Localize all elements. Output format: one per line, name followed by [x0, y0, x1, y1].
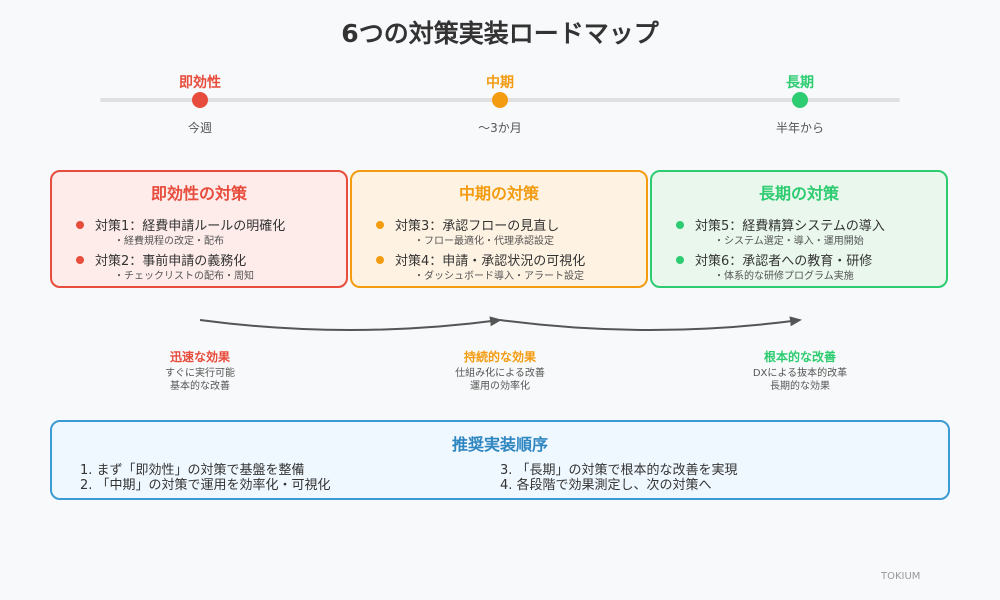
recommendation-title: 推奨実装順序	[451, 435, 548, 454]
measure-detail: ・体系的な研修プログラム実施	[714, 271, 854, 282]
measure-detail: ・チェックリストの配布・周知	[114, 271, 254, 282]
effect-line: 長期的な効果	[770, 381, 830, 392]
box-title: 中期の対策	[458, 184, 539, 203]
measure-detail: ・フロー最適化・代理承認設定	[414, 236, 554, 247]
bullet-icon	[676, 221, 684, 229]
effect-title: 根本的な改善	[763, 350, 836, 364]
measure-item: 対策2：事前申請の義務化	[76, 250, 246, 269]
arrow-mid-to-long	[499, 316, 802, 331]
recommendation-step: 3. 「長期」の対策で根本的な改善を実現	[500, 463, 738, 478]
arrow-short-to-mid	[199, 316, 502, 331]
page-title: 6つの対策実装ロードマップ	[341, 19, 659, 48]
effect-line: 基本的な改善	[170, 381, 230, 392]
effect-title: 迅速な効果	[169, 350, 230, 364]
timeline-dot-mid	[492, 92, 508, 108]
box-short-term: 即効性の対策 対策1：経費申請ルールの明確化 ・経費規程の改定・配布 対策2：事…	[50, 170, 348, 288]
measure-detail: ・経費規程の改定・配布	[114, 236, 224, 247]
timeline-sub-mid: ～3か月	[478, 121, 522, 135]
measure-detail: ・ダッシュボード導入・アラート設定	[414, 271, 584, 282]
bullet-icon	[76, 221, 84, 229]
effect-short: 迅速な効果 すぐに実行可能 基本的な改善	[100, 348, 300, 393]
box-title: 長期の対策	[758, 184, 839, 203]
measure-item: 対策5：経費精算システムの導入	[676, 215, 885, 234]
timeline-label-short: 即効性	[179, 75, 221, 91]
recommendation-box: 推奨実装順序 1. まず「即効性」の対策で基盤を整備 2. 「中期」の対策で運用…	[50, 420, 950, 500]
timeline-dot-long	[792, 92, 808, 108]
box-mid-term: 中期の対策 対策3：承認フローの見直し ・フロー最適化・代理承認設定 対策4：申…	[350, 170, 648, 288]
effect-line: すぐに実行可能	[165, 368, 235, 379]
timeline-label-long: 長期	[786, 75, 814, 91]
measure-item: 対策4：申請・承認状況の可視化	[376, 250, 585, 269]
measure-item: 対策3：承認フローの見直し	[376, 215, 559, 234]
timeline-sub-long: 半年から	[775, 121, 824, 135]
bullet-icon	[376, 221, 384, 229]
box-title: 即効性の対策	[150, 184, 247, 203]
measure-item: 対策6：承認者への教育・研修	[676, 250, 872, 269]
effect-mid: 持続的な効果 仕組み化による改善 運用の効率化	[400, 348, 600, 393]
brand-label: TOKIUM	[881, 571, 921, 582]
measure-item: 対策1：経費申請ルールの明確化	[76, 215, 285, 234]
bullet-icon	[676, 256, 684, 264]
effect-title: 持続的な効果	[463, 350, 536, 364]
timeline-label-mid: 中期	[486, 75, 514, 91]
recommendation-step: 4. 各段階で効果測定し、次の対策へ	[500, 478, 712, 493]
effect-long: 根本的な改善 DXによる抜本的改革 長期的な効果	[700, 348, 900, 393]
effect-line: 運用の効率化	[470, 381, 530, 392]
effect-line: 仕組み化による改善	[455, 368, 545, 379]
measure-detail: ・システム選定・導入・運用開始	[714, 236, 864, 247]
recommendation-step: 2. 「中期」の対策で運用を効率化・可視化	[80, 478, 331, 493]
bullet-icon	[376, 256, 384, 264]
recommendation-step: 1. まず「即効性」の対策で基盤を整備	[80, 463, 305, 478]
timeline-dot-short	[192, 92, 208, 108]
box-long-term: 長期の対策 対策5：経費精算システムの導入 ・システム選定・導入・運用開始 対策…	[650, 170, 948, 288]
effect-line: DXによる抜本的改革	[752, 368, 848, 379]
timeline-sub-short: 今週	[187, 121, 212, 135]
bullet-icon	[76, 256, 84, 264]
